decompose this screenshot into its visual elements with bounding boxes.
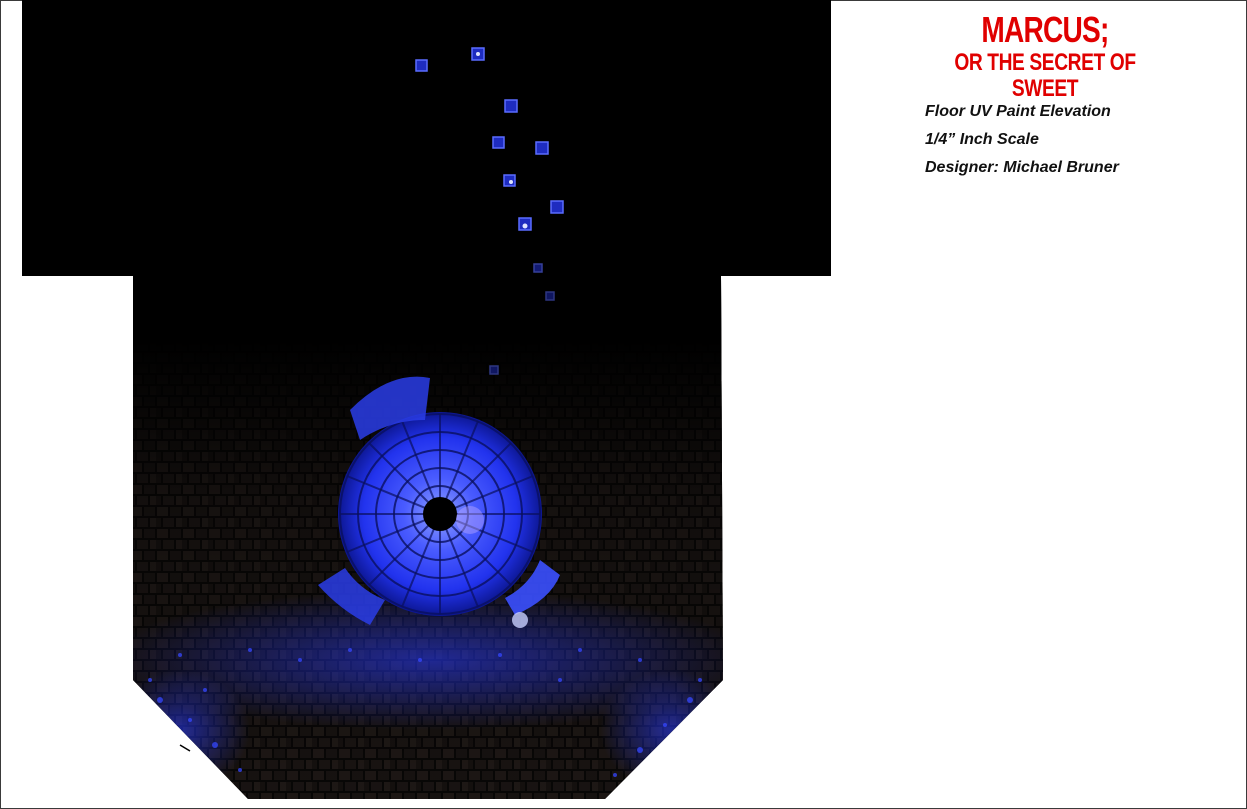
note-scale: 1/4” Inch Scale <box>925 131 1039 148</box>
drawing-notes: Floor UV Paint Elevation 1/4” Inch Scale… <box>925 98 1119 182</box>
note-designer: Designer: Michael Bruner <box>925 159 1119 176</box>
uv-stepping-squares <box>415 47 564 375</box>
production-subtitle: OR THE SECRET OF SWEET <box>954 49 1136 102</box>
note-drawing-type: Floor UV Paint Elevation <box>925 103 1111 120</box>
uv-speckles <box>148 648 702 777</box>
uv-mosaic-disc <box>318 376 560 628</box>
production-title: MARCUS; <box>981 9 1109 50</box>
title-block: MARCUS; OR THE SECRET OF SWEET <box>905 8 1185 102</box>
